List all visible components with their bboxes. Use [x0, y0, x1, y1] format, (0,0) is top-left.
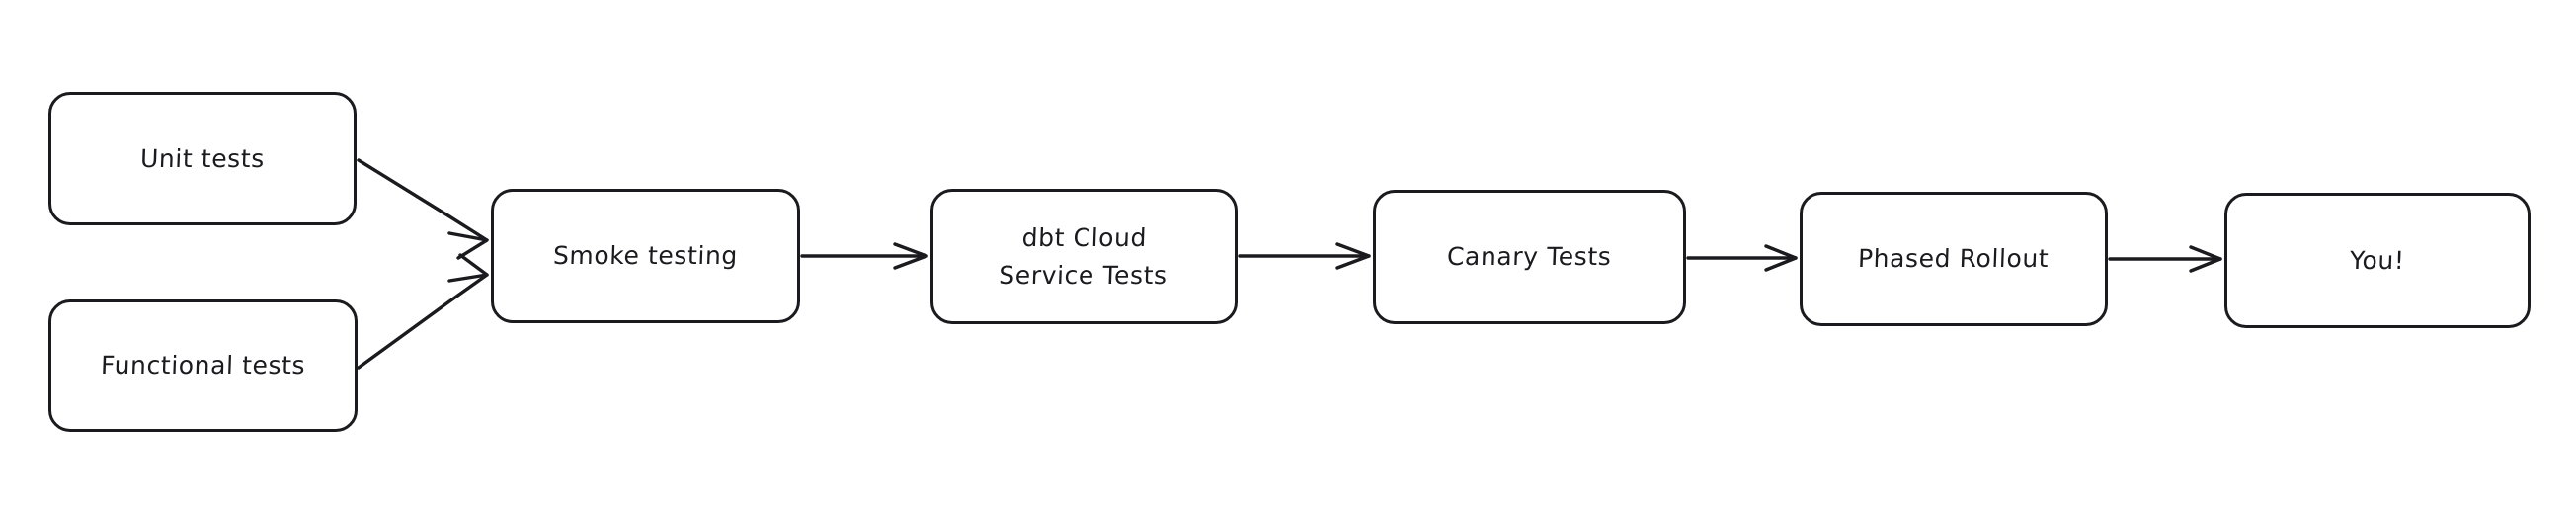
- edge-unit-tests-to-smoke-testing: [357, 158, 489, 260]
- edge-phased-rollout-to-you: [2108, 245, 2222, 273]
- node-dbt-cloud-service-tests[interactable]: dbt Cloud Service Tests: [930, 189, 1238, 324]
- edge-canary-tests-to-phased-rollout: [1686, 244, 1798, 272]
- node-unit-tests[interactable]: Unit tests: [48, 92, 357, 225]
- node-functional-tests-label: Functional tests: [100, 351, 306, 381]
- node-phased-rollout[interactable]: Phased Rollout: [1800, 192, 2108, 326]
- node-you-label: You!: [2349, 245, 2406, 275]
- node-phased-rollout-label: Phased Rollout: [1857, 244, 2051, 274]
- node-canary-tests-label: Canary Tests: [1446, 242, 1613, 272]
- node-dbt-cloud-service-tests-label: dbt Cloud Service Tests: [999, 223, 1168, 290]
- node-canary-tests[interactable]: Canary Tests: [1373, 190, 1686, 324]
- node-unit-tests-label: Unit tests: [139, 143, 266, 173]
- node-you[interactable]: You!: [2224, 193, 2531, 328]
- node-smoke-testing[interactable]: Smoke testing: [491, 189, 800, 323]
- edge-dbt-cloud-service-tests-to-canary-tests: [1238, 242, 1371, 270]
- edge-smoke-testing-to-dbt-cloud-service-tests: [800, 242, 928, 270]
- node-smoke-testing-label: Smoke testing: [552, 241, 739, 271]
- node-functional-tests[interactable]: Functional tests: [48, 299, 358, 432]
- edge-functional-tests-to-smoke-testing: [357, 253, 489, 370]
